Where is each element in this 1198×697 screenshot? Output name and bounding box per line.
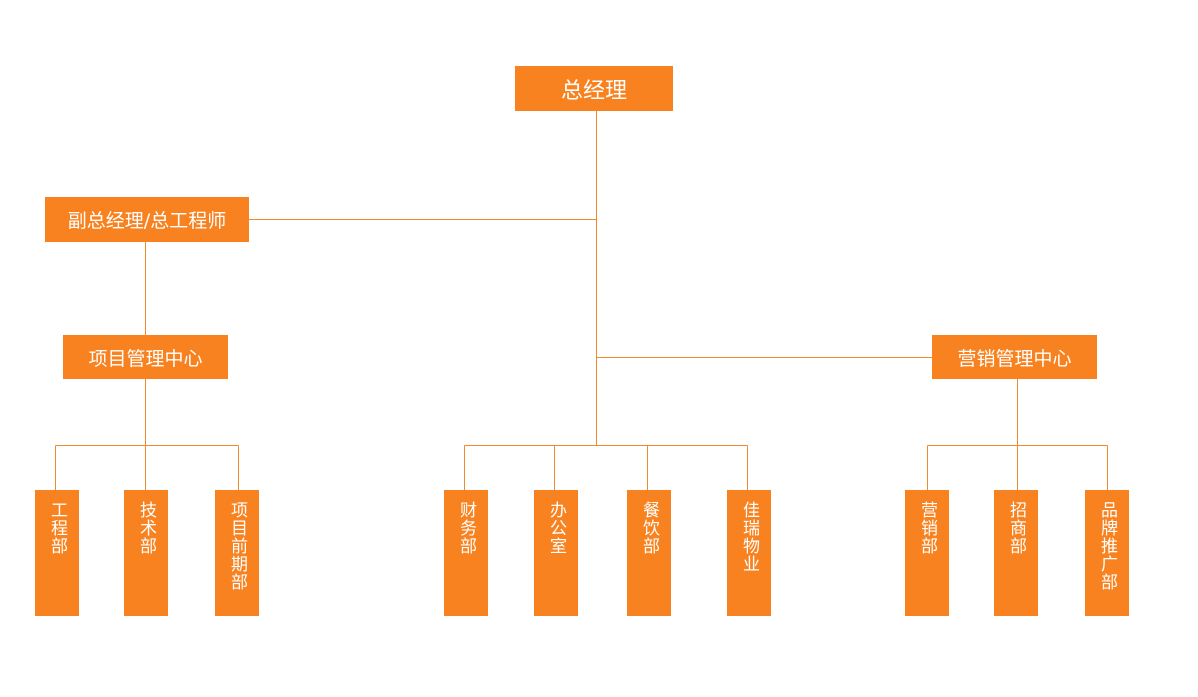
node-marketing-management-center: 营销管理中心 <box>932 335 1097 379</box>
node-deputy-general-manager: 副总经理/总工程师 <box>45 197 249 242</box>
node-dept-brand-promotion: 品牌推广部 <box>1085 490 1129 616</box>
node-dept-investment: 招商部 <box>994 490 1038 616</box>
node-dept-engineering: 工程部 <box>35 490 79 616</box>
node-dept-technology: 技术部 <box>124 490 168 616</box>
node-dept-office: 办公室 <box>534 490 578 616</box>
node-dept-sales: 营销部 <box>905 490 949 616</box>
node-general-manager: 总经理 <box>515 66 673 111</box>
node-dept-property: 佳瑞物业 <box>727 490 771 616</box>
node-dept-finance: 财务部 <box>444 490 488 616</box>
node-dept-catering: 餐饮部 <box>627 490 671 616</box>
node-project-management-center: 项目管理中心 <box>63 335 228 379</box>
node-dept-project-preliminary: 项目前期部 <box>215 490 259 616</box>
